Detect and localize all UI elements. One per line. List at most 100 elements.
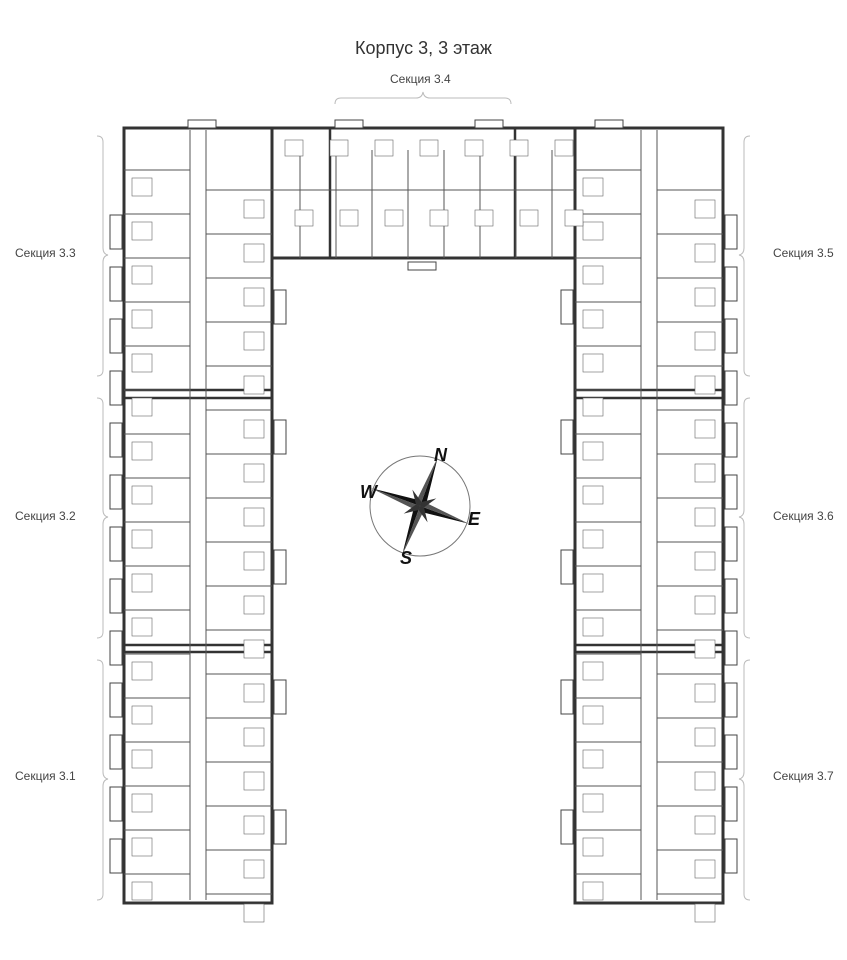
compass-star [371, 457, 469, 555]
room-tag [339, 209, 359, 227]
bracket-3-4 [334, 91, 512, 105]
bracket-3-1 [96, 659, 109, 901]
room-tag [694, 595, 716, 615]
room-tag [243, 199, 265, 219]
room-tag [329, 139, 349, 157]
section-label-3-3[interactable]: Секция 3.3 [15, 246, 76, 260]
room-tag [243, 903, 265, 923]
room-tag [131, 265, 153, 285]
room-tag [694, 551, 716, 571]
room-tag [464, 139, 484, 157]
room-tag [131, 177, 153, 197]
room-tag [131, 485, 153, 505]
balcony [109, 578, 123, 614]
bracket-3-3 [96, 135, 109, 377]
room-tag [582, 837, 604, 857]
balcony [560, 419, 574, 455]
room-tag [243, 683, 265, 703]
room-tag [474, 209, 494, 227]
room-tag [243, 727, 265, 747]
section-label-3-4[interactable]: Секция 3.4 [390, 72, 451, 86]
compass-e: E [468, 509, 481, 529]
room-tag [582, 177, 604, 197]
balcony [724, 786, 738, 822]
section-label-3-7[interactable]: Секция 3.7 [773, 769, 834, 783]
room-tag [694, 815, 716, 835]
room-tag [131, 309, 153, 329]
balcony [187, 119, 217, 129]
balcony [109, 786, 123, 822]
balcony [724, 734, 738, 770]
room-tag [131, 573, 153, 593]
room-tag [243, 287, 265, 307]
room-tag [243, 463, 265, 483]
compass-rose: N S E W [360, 445, 481, 568]
bracket-3-2 [96, 397, 109, 639]
room-tag [243, 419, 265, 439]
section-label-3-2[interactable]: Секция 3.2 [15, 509, 76, 523]
room-tag [694, 287, 716, 307]
section-brackets [96, 91, 751, 901]
section-label-3-5[interactable]: Секция 3.5 [773, 246, 834, 260]
balcony [474, 119, 504, 129]
balconies [109, 119, 738, 874]
room-tag [384, 209, 404, 227]
room-tag [694, 639, 716, 659]
room-tag [582, 749, 604, 769]
room-tag [694, 375, 716, 395]
balcony [724, 526, 738, 562]
balcony [724, 682, 738, 718]
balcony [109, 318, 123, 354]
section-label-3-1[interactable]: Секция 3.1 [15, 769, 76, 783]
room-tag [694, 771, 716, 791]
balcony [109, 474, 123, 510]
room-tag [694, 419, 716, 439]
room-tag [131, 837, 153, 857]
room-tag [582, 265, 604, 285]
room-tag [582, 617, 604, 637]
room-tag [564, 209, 584, 227]
room-tag [131, 529, 153, 549]
room-tag [243, 639, 265, 659]
balcony [594, 119, 624, 129]
balcony [109, 370, 123, 406]
room-tag [582, 353, 604, 373]
room-tag [131, 881, 153, 901]
balcony [273, 809, 287, 845]
compass-w: W [360, 482, 379, 502]
balcony [109, 734, 123, 770]
balcony [724, 318, 738, 354]
room-tag [284, 139, 304, 157]
room-tag [243, 375, 265, 395]
room-tag [374, 139, 394, 157]
balcony [109, 682, 123, 718]
balcony [724, 266, 738, 302]
section-label-3-6[interactable]: Секция 3.6 [773, 509, 834, 523]
room-tag [131, 749, 153, 769]
room-tag [419, 139, 439, 157]
room-tag [694, 859, 716, 879]
room-tag [429, 209, 449, 227]
bracket-3-7 [738, 659, 751, 901]
balcony [560, 549, 574, 585]
balcony [109, 266, 123, 302]
balcony [109, 630, 123, 666]
room-tag [582, 309, 604, 329]
balcony [334, 119, 364, 129]
room-tag [243, 551, 265, 571]
balcony [273, 419, 287, 455]
room-tags [131, 139, 716, 923]
room-tag [519, 209, 539, 227]
balcony [724, 214, 738, 250]
room-tag [131, 661, 153, 681]
balcony [109, 526, 123, 562]
balcony [109, 214, 123, 250]
balcony [109, 838, 123, 874]
floor-title: Корпус 3, 3 этаж [355, 38, 492, 58]
room-tag [131, 441, 153, 461]
balcony [724, 422, 738, 458]
room-tag [694, 727, 716, 747]
room-tag [509, 139, 529, 157]
balcony [407, 261, 437, 271]
